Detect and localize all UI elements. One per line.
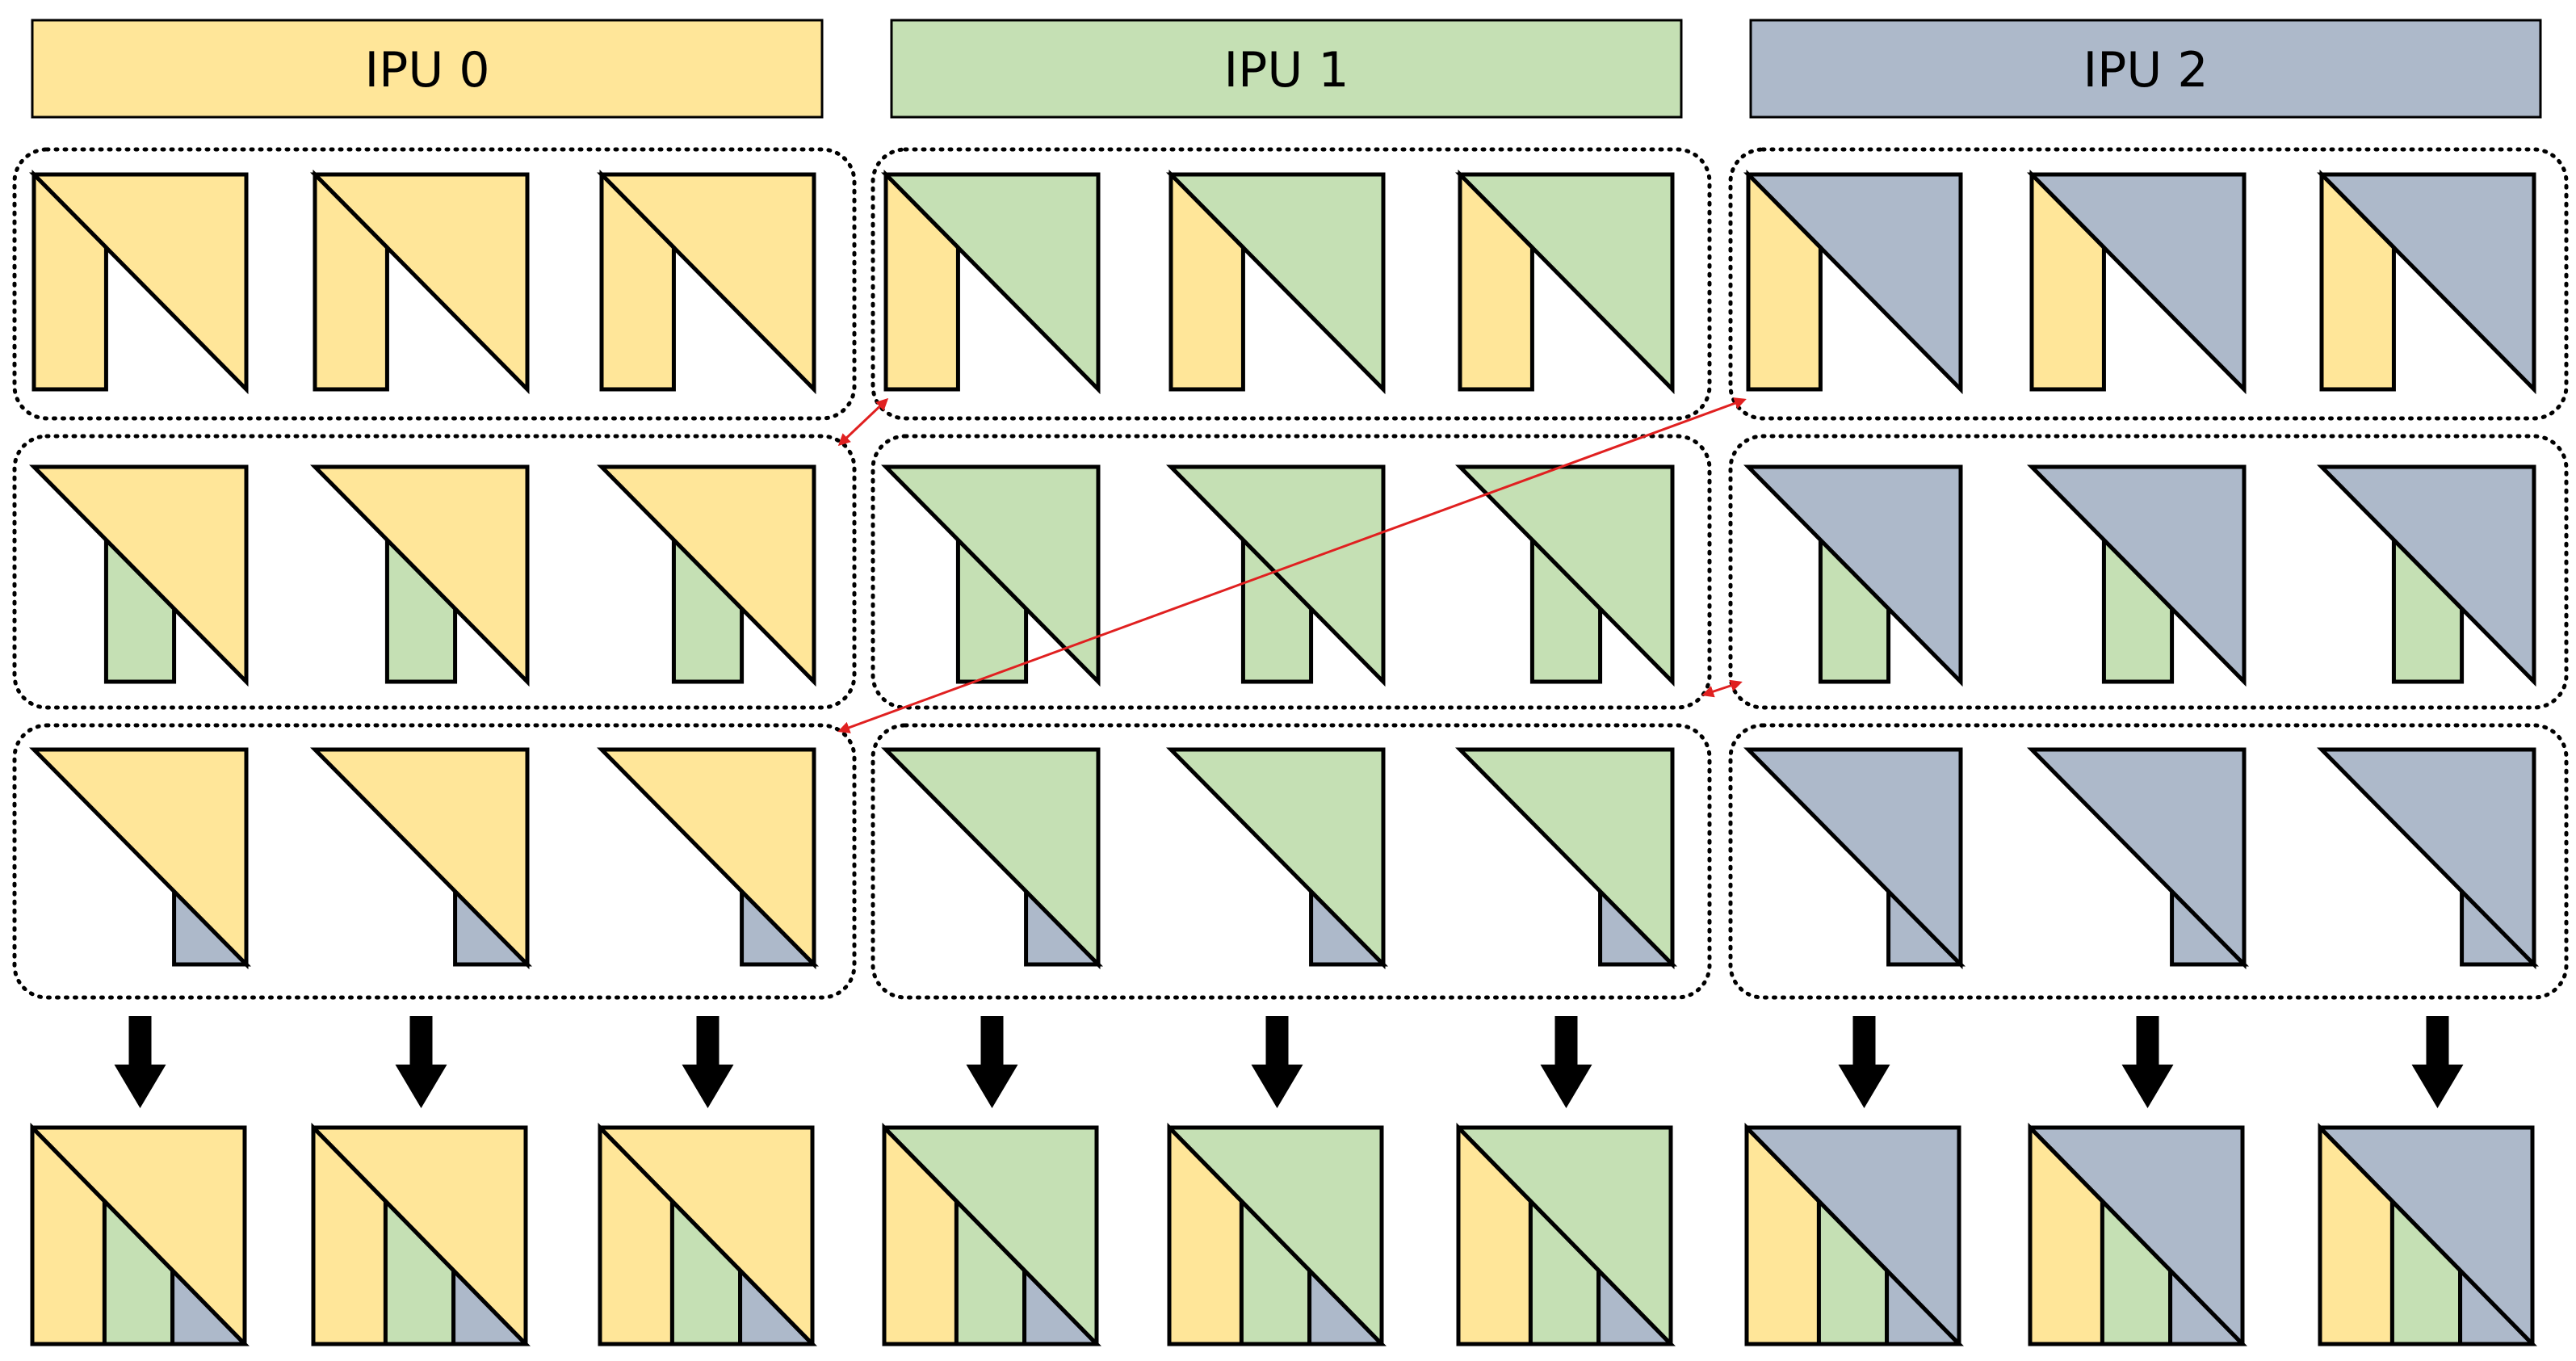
tile [29,747,251,970]
result-tiles [30,1122,2537,1346]
tile-group-stage2-ipu2 [1728,434,2569,710]
down-arrows [114,1016,2464,1108]
tile [1166,169,1386,395]
tile [310,169,530,395]
result-tile [1744,1122,1964,1346]
tile-group-stage3-ipu1 [871,723,1712,1000]
tile [2317,169,2536,395]
thick-down-arrow-icon [395,1016,447,1108]
tile-group-stage1-ipu0 [12,147,857,421]
result-tile [311,1122,531,1346]
tile [597,747,819,970]
tile [1455,464,1675,687]
tile [1455,169,1675,395]
red-double-arrow-icon [837,397,889,447]
result-tile [1456,1122,1676,1346]
tile [2027,747,2249,970]
ipu-header-2: IPU 2 [1749,19,2542,119]
tile [29,169,249,395]
ipu-header-1: IPU 1 [890,19,1683,119]
tile [597,464,816,687]
tile [1743,747,1966,970]
tile [1455,747,1677,970]
ipu-header-0: IPU 0 [31,19,824,119]
red-double-arrow-icon [1701,679,1743,698]
tile [881,464,1101,687]
tile-group-stage3-ipu2 [1728,723,2569,1000]
tile [1743,169,1963,395]
ipu-header-box [31,19,824,119]
tile-group-stage1-ipu2 [1728,147,2569,421]
thick-down-arrow-icon [1838,1016,1890,1108]
tile [597,169,816,395]
thick-down-arrow-icon [114,1016,166,1108]
exchange-arrows [837,397,1747,733]
ipu-headers: IPU 0 IPU 1 IPU 2 [31,19,2542,119]
thick-down-arrow-icon [966,1016,1018,1108]
thick-down-arrow-icon [2121,1016,2174,1108]
thick-down-arrow-icon [682,1016,734,1108]
result-tile [30,1122,250,1346]
result-tile [882,1122,1101,1346]
tile [2027,169,2247,395]
result-tile [2318,1122,2537,1346]
tile [1166,747,1388,970]
thick-down-arrow-icon [2411,1016,2464,1108]
tile [881,747,1103,970]
ipu-header-label: IPU 2 [2083,42,2208,99]
result-tile [2028,1122,2247,1346]
thick-down-arrow-icon [1540,1016,1592,1108]
tile [310,747,532,970]
tile-group-stage1-ipu1 [871,147,1712,421]
tile [881,169,1101,395]
tile [2317,747,2539,970]
tile [2317,464,2536,687]
ipu-header-label: IPU 0 [364,42,489,99]
result-tile [1167,1122,1387,1346]
tile [29,464,249,687]
tile [310,464,530,687]
tile [1743,464,1963,687]
ipu-header-label: IPU 1 [1223,42,1349,99]
tile [2027,464,2247,687]
thick-down-arrow-icon [1251,1016,1303,1108]
ipu-header-box [1749,19,2542,119]
tile [1166,464,1386,687]
red-double-arrow-icon [837,397,1747,733]
result-tile [598,1122,817,1346]
ipu-header-box [890,19,1683,119]
